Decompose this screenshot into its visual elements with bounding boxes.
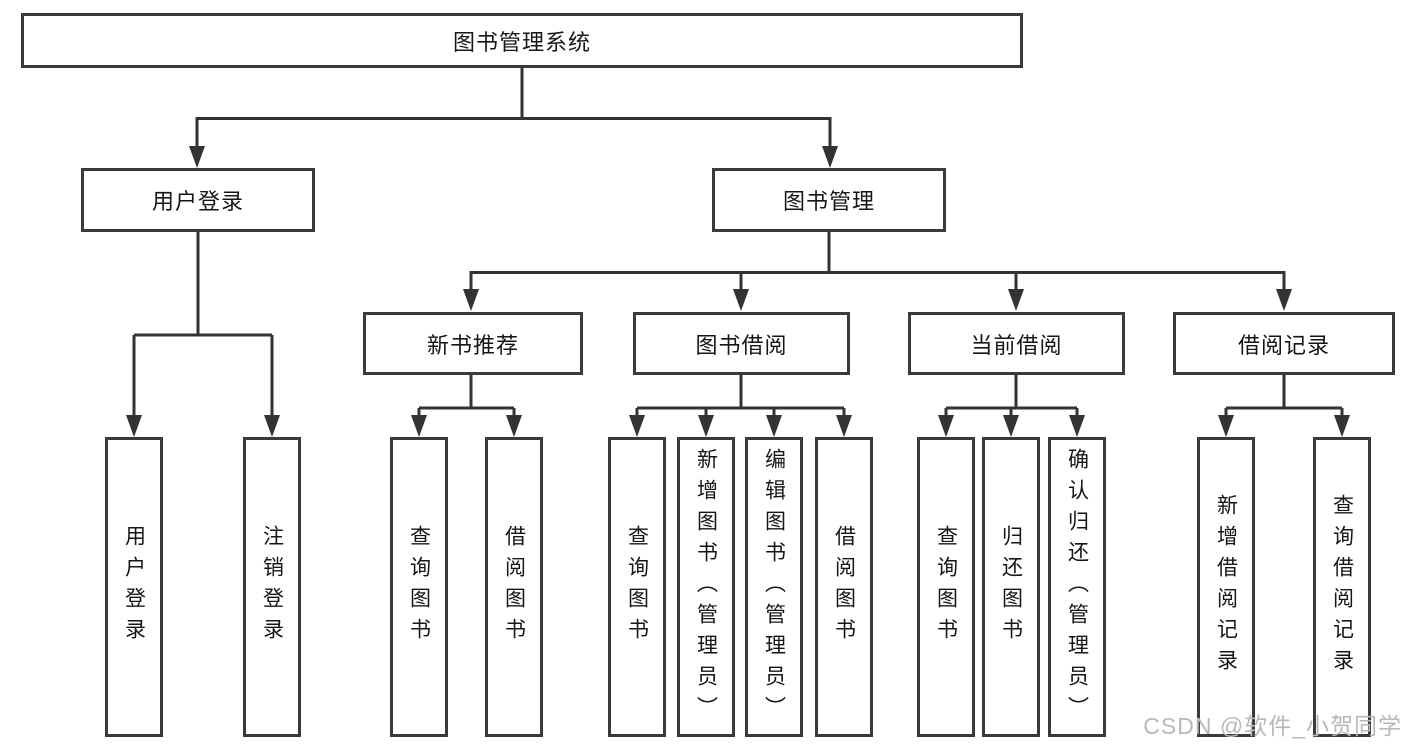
- node-current-borrow: 当前借阅: [908, 312, 1125, 375]
- node-label: 用户登录: [151, 189, 244, 214]
- node-label: 新增借阅记录: [1214, 494, 1238, 680]
- node-label: 查询借阅记录: [1330, 494, 1354, 680]
- node-label: 查询图书: [407, 525, 431, 649]
- leaf-user-login: 用户登录: [105, 437, 163, 737]
- node-borrow-record: 借阅记录: [1173, 312, 1395, 375]
- node-label: 确认归还（管理员）: [1065, 447, 1089, 727]
- leaf-edit-books-admin: 编辑图书（管理员）: [745, 437, 803, 737]
- node-label: 图书借阅: [695, 332, 788, 358]
- leaf-query-books-borrow: 查询图书: [608, 437, 666, 737]
- leaf-add-books-admin: 新增图书（管理员）: [677, 437, 735, 737]
- node-label: 借阅记录: [1237, 332, 1330, 358]
- node-label: 新增图书（管理员）: [694, 447, 718, 727]
- node-book-borrow: 图书借阅: [633, 312, 850, 375]
- leaf-return-books: 归还图书: [982, 437, 1040, 737]
- csdn-watermark: CSDN @软件_小贺同学: [1143, 713, 1402, 739]
- leaf-query-books-recommend: 查询图书: [390, 437, 448, 737]
- node-new-book-recommend: 新书推荐: [363, 312, 583, 375]
- leaf-borrow-books-recommend: 借阅图书: [485, 437, 543, 737]
- node-user-login: 用户登录: [81, 168, 315, 232]
- node-label: 借阅图书: [832, 525, 856, 649]
- leaf-confirm-return-admin: 确认归还（管理员）: [1048, 437, 1106, 737]
- node-label: 当前借阅: [970, 332, 1063, 358]
- node-book-management: 图书管理: [712, 168, 946, 232]
- leaf-add-borrow-record: 新增借阅记录: [1197, 437, 1255, 737]
- node-label: 图书管理: [782, 189, 875, 214]
- node-library-system: 图书管理系统: [21, 13, 1023, 68]
- leaf-borrow-books: 借阅图书: [815, 437, 873, 737]
- node-label: 图书管理系统: [452, 29, 591, 55]
- node-label: 借阅图书: [502, 525, 526, 649]
- node-label: 用户登录: [122, 525, 146, 649]
- leaf-logout: 注销登录: [243, 437, 301, 737]
- node-label: 编辑图书（管理员）: [762, 447, 786, 727]
- node-label: 查询图书: [625, 525, 649, 649]
- node-label: 查询图书: [934, 525, 958, 649]
- leaf-query-books-current: 查询图书: [917, 437, 975, 737]
- leaf-query-borrow-record: 查询借阅记录: [1313, 437, 1371, 737]
- node-label: 归还图书: [999, 525, 1023, 649]
- node-label: 新书推荐: [426, 332, 519, 358]
- node-label: 注销登录: [260, 525, 284, 649]
